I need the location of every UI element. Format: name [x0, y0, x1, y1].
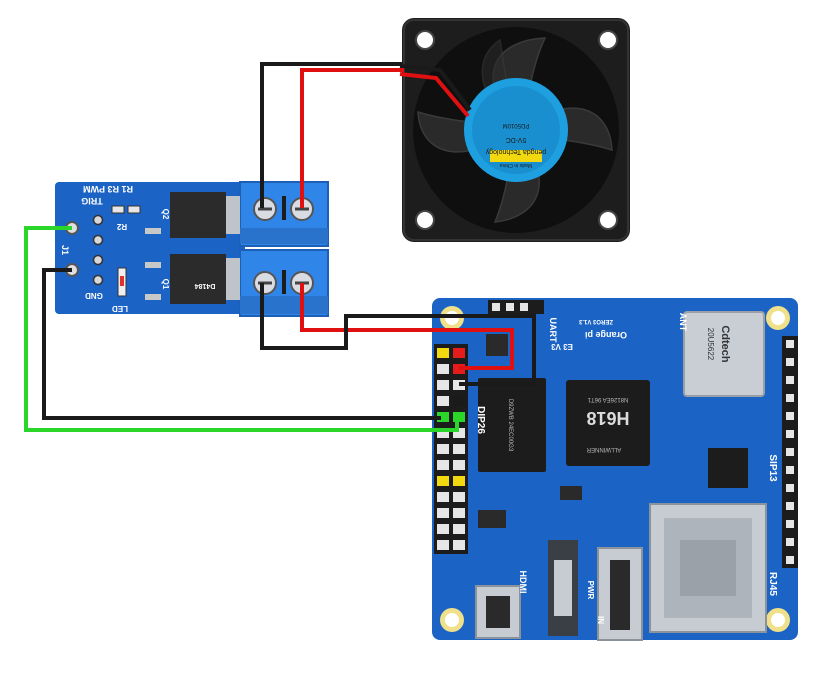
wire-signal-gnd [42, 268, 441, 420]
fan-screw-hole [598, 210, 618, 230]
orange-pi-board: H618 N8126EA 96T1 ALLWINNER D9ZWB 24EC00… [432, 298, 798, 641]
fan-screw-hole [415, 30, 435, 50]
label-dip26: DIP26 [475, 406, 486, 434]
ethernet-chip [708, 448, 748, 488]
label-trig: TRIG [81, 196, 103, 206]
cooling-fan: pengda Technology 5V-DC PD5010M Made in … [399, 18, 630, 242]
board-brand: Orange pi [585, 330, 627, 340]
label-ant: ANT [678, 313, 688, 332]
soc-chip [566, 380, 650, 466]
board-model-ver: ZERO3 V1.3 [578, 318, 613, 324]
wifi-model: 20U5622 [706, 328, 715, 361]
label-j1: J1 [60, 245, 70, 255]
uart-header [488, 300, 544, 314]
ram-code: D9ZWB 24EC00G3 [507, 399, 513, 452]
gpio-header-dip26 [434, 344, 468, 554]
wifi-module [683, 311, 765, 397]
mosfet-chip-mark: D4184 [195, 282, 216, 289]
fan-brand-text: pengda Technology [485, 148, 546, 155]
fan-extra-text: Made in China [500, 162, 532, 168]
wire-5v-supply [300, 283, 514, 370]
label-q2: Q2 [161, 209, 170, 220]
mosfet-chip-q2 [170, 192, 226, 238]
ram-chip [478, 378, 546, 472]
soc-label: H618 [586, 408, 629, 428]
mosfet-module: D4184 R1 R3 PWM TRIG R2 Q2 Q1 J1 GND LED [55, 181, 329, 317]
terminal-screw [253, 271, 277, 295]
fan-screw-hole [598, 30, 618, 50]
wire-fan-negative [260, 62, 402, 208]
board-ver: E3 V3 [551, 342, 573, 351]
label-pwm: R1 R3 PWM [83, 184, 133, 194]
wire-pwm-signal [24, 226, 459, 432]
label-pwr: PWR [586, 581, 595, 600]
mosfet-chip-q1 [170, 254, 226, 304]
label-rj45: RJ45 [767, 572, 778, 596]
fan-spec-text: 5V-DC [506, 136, 527, 143]
wires [24, 62, 536, 432]
label-in: IN [596, 616, 605, 624]
label-sip13: SIP13 [767, 454, 778, 482]
wire-gnd-supply [260, 283, 536, 386]
label-hdmi: HDMI [518, 571, 528, 594]
label-gnd: GND [85, 291, 103, 300]
gpio-header-sip13 [782, 336, 798, 568]
fan-screw-hole [415, 210, 435, 230]
soc-code: N8126EA 96T1 [587, 396, 628, 402]
wifi-brand: Cdtech [719, 325, 731, 363]
fan-model-text: PD5010M [503, 122, 530, 128]
soc-logo: ALLWINNER [586, 446, 621, 452]
wire-fan-positive [300, 68, 404, 208]
terminal-screw [253, 197, 277, 221]
label-uart: UART [548, 318, 558, 343]
label-r2: R2 [116, 222, 127, 231]
label-led: LED [112, 304, 128, 313]
label-q1: Q1 [161, 279, 170, 290]
